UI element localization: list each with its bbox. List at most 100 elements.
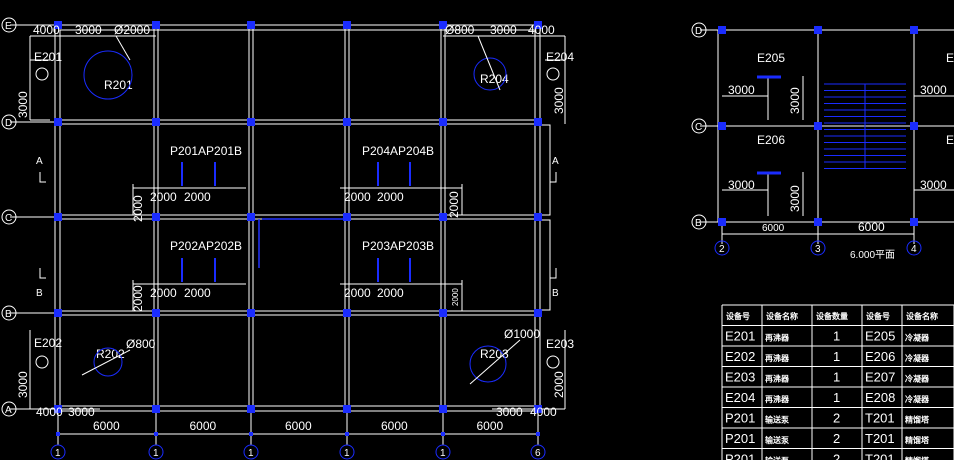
side-plan xyxy=(700,29,954,244)
column-marker xyxy=(439,405,447,413)
axis-label: B xyxy=(5,309,12,320)
vdim-e202: 3000 xyxy=(16,371,30,398)
exchanger-e203 xyxy=(546,355,560,369)
axis-bubble xyxy=(691,118,707,134)
axis-bubble xyxy=(1,17,17,33)
label-r204: R204 xyxy=(480,72,509,86)
axis-bubble xyxy=(1,114,17,130)
label-d800: Ø800 xyxy=(126,337,156,351)
column-marker xyxy=(439,213,447,221)
column-marker xyxy=(534,21,542,29)
dim-tick xyxy=(345,432,349,436)
column-marker xyxy=(54,309,62,317)
vessel-r201 xyxy=(83,50,133,100)
table-cell: 精馏塔 xyxy=(905,415,930,425)
dim-tick xyxy=(441,432,445,436)
column-marker xyxy=(910,26,918,34)
label-r203: R203 xyxy=(480,347,509,361)
table-cell: E205 xyxy=(865,329,895,344)
table-cell: 1 xyxy=(833,329,840,344)
side-span: 6000 xyxy=(762,223,785,234)
table-cell: T201 xyxy=(865,431,895,446)
top-dim-d800: Ø800 xyxy=(445,23,475,37)
column-marker xyxy=(54,118,62,126)
label-e202: E202 xyxy=(34,336,62,350)
axis-label: 2 xyxy=(719,244,725,255)
column-marker xyxy=(247,118,255,126)
axis-label: 1 xyxy=(248,448,254,459)
span-label: 6000 xyxy=(93,419,120,433)
column-marker xyxy=(247,309,255,317)
column-marker xyxy=(814,218,822,226)
axis-label: 1 xyxy=(55,448,61,459)
side-dim-v: 3000 xyxy=(788,185,802,212)
column-marker xyxy=(54,405,62,413)
column-marker xyxy=(152,309,160,317)
bot-dim-3000: 3000 xyxy=(68,405,95,419)
cut-label-e: E xyxy=(946,51,954,65)
column-marker xyxy=(247,213,255,221)
column-marker xyxy=(343,405,351,413)
axis-bubble xyxy=(691,22,707,38)
axis-bubble xyxy=(148,444,164,460)
table-header-cell: 设备名称 xyxy=(906,311,938,321)
table-cell: 再沸器 xyxy=(765,353,790,363)
column-marker xyxy=(814,26,822,34)
label-e201: E201 xyxy=(34,50,62,64)
table-cell: T201 xyxy=(865,452,895,460)
table-cell: 1 xyxy=(833,349,840,364)
table-cell: 1 xyxy=(833,390,840,405)
column-marker xyxy=(534,118,542,126)
column-marker xyxy=(718,218,726,226)
table-cell: 1 xyxy=(833,370,840,385)
top-dim-3000-right: 3000 xyxy=(490,23,517,37)
axis-label: 4 xyxy=(911,244,917,255)
table-cell: 精馏塔 xyxy=(905,456,930,460)
column-marker xyxy=(54,213,62,221)
axis-bubble xyxy=(339,444,355,460)
axis-label: 6 xyxy=(535,448,541,459)
table-cell: 输送泵 xyxy=(765,456,789,460)
stair xyxy=(824,83,906,169)
row-dim: 2000 xyxy=(150,286,177,300)
table-header-cell: 设备名称 xyxy=(766,311,798,321)
vdim-p202: 2000 xyxy=(131,285,145,312)
axis-bubble xyxy=(810,240,826,256)
row-dim: 2000 xyxy=(150,190,177,204)
table-cell: E204 xyxy=(725,390,755,405)
column-marker xyxy=(439,21,447,29)
axis-bubble xyxy=(1,401,17,417)
side-dim: 3000 xyxy=(728,178,755,192)
table-cell: E208 xyxy=(865,390,895,405)
section-mark-b-left: B xyxy=(36,288,43,299)
table-cell: 2 xyxy=(833,452,840,460)
axis-bubble xyxy=(243,444,259,460)
side-caption: 6.000平面 xyxy=(850,250,895,261)
side-dim-v: 3000 xyxy=(788,87,802,114)
column-marker xyxy=(152,405,160,413)
dim-tick xyxy=(154,432,158,436)
vessel-r202 xyxy=(93,347,123,377)
column-marker xyxy=(718,26,726,34)
column-marker xyxy=(343,21,351,29)
table-cell: 冷凝器 xyxy=(905,394,930,404)
axis-label: 1 xyxy=(153,448,159,459)
dim-tick xyxy=(536,432,540,436)
axis-bubble xyxy=(435,444,451,460)
column-marker xyxy=(343,118,351,126)
axis-label: A xyxy=(5,405,12,416)
column-marker xyxy=(439,309,447,317)
column-marker xyxy=(343,213,351,221)
vdim-p204: 2000 xyxy=(447,191,461,218)
column-marker xyxy=(152,118,160,126)
axis-label: B xyxy=(695,218,702,229)
column-marker xyxy=(152,213,160,221)
label-e204: E204 xyxy=(546,50,574,64)
row-dim: 2000 xyxy=(344,190,371,204)
table-cell: P201 xyxy=(725,431,755,446)
row-dim: 2000 xyxy=(184,286,211,300)
column-marker xyxy=(718,122,726,130)
